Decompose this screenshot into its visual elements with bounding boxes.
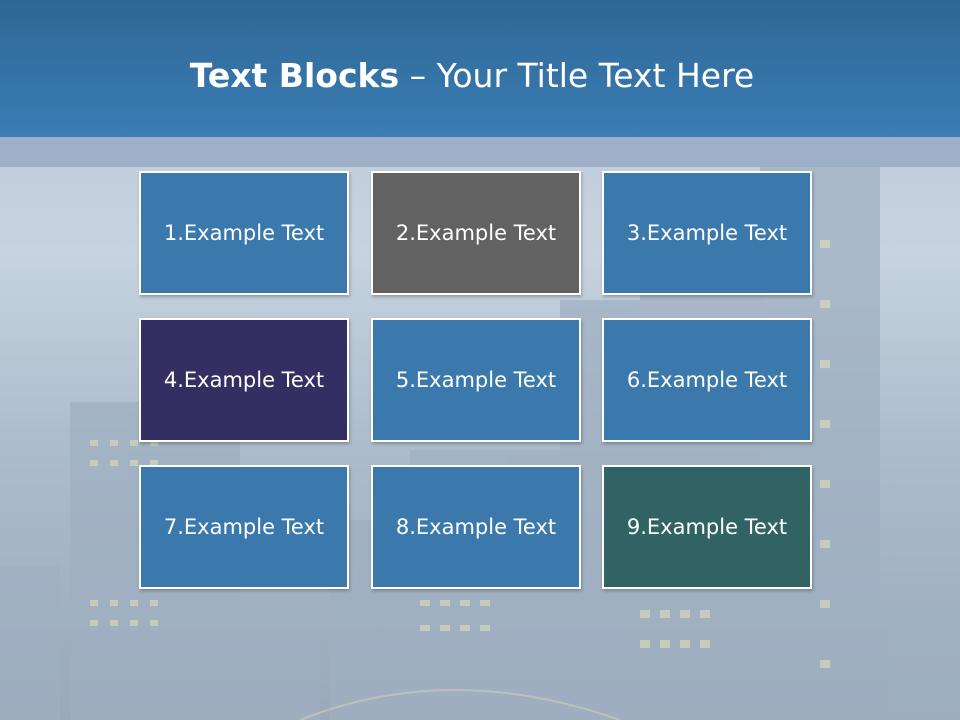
title-dash: – — [399, 56, 437, 95]
text-block-7[interactable]: 7.Example Text — [139, 465, 349, 589]
text-block-label: 9.Example Text — [626, 515, 788, 539]
text-block-9[interactable]: 9.Example Text — [602, 465, 812, 589]
text-block-8[interactable]: 8.Example Text — [371, 465, 581, 589]
title-underline-band — [0, 137, 960, 167]
text-block-label: 7.Example Text — [163, 515, 325, 539]
text-block-4[interactable]: 4.Example Text — [139, 318, 349, 442]
title-bold-text: Text Blocks — [189, 56, 400, 95]
text-block-6[interactable]: 6.Example Text — [602, 318, 812, 442]
text-block-label: 5.Example Text — [395, 368, 557, 392]
text-block-label: 2.Example Text — [395, 221, 557, 245]
text-block-2[interactable]: 2.Example Text — [371, 171, 581, 295]
title-bar — [0, 0, 960, 137]
text-block-label: 4.Example Text — [163, 368, 325, 392]
text-block-label: 6.Example Text — [626, 368, 788, 392]
text-block-label: 3.Example Text — [626, 221, 788, 245]
text-block-1[interactable]: 1.Example Text — [139, 171, 349, 295]
slide-title[interactable]: Text Blocks – Your Title Text Here — [0, 54, 944, 98]
text-block-label: 8.Example Text — [395, 515, 557, 539]
text-block-3[interactable]: 3.Example Text — [602, 171, 812, 295]
title-rest-text: Your Title Text Here — [436, 56, 755, 95]
text-block-5[interactable]: 5.Example Text — [371, 318, 581, 442]
text-block-label: 1.Example Text — [163, 221, 325, 245]
